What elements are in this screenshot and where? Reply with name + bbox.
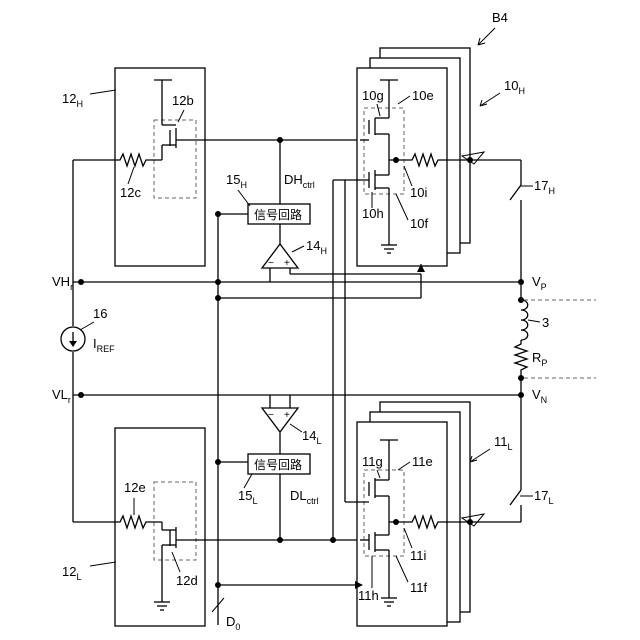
opamp-14H-plus: + [284, 258, 290, 269]
label-rp: RP [532, 350, 547, 368]
switch-17L [470, 490, 521, 522]
label-10e: 10e [412, 88, 434, 103]
coil-3 [521, 300, 528, 340]
label-15H: 15H [226, 172, 247, 190]
module-10H [333, 48, 473, 266]
label-11g: 11g [362, 454, 383, 469]
signal-circuit-15H-label: 信号回路 [254, 207, 302, 222]
figure-label: B4 [492, 10, 508, 25]
label-12e: 12e [124, 480, 146, 495]
current-source-16 [61, 327, 85, 351]
label-12c: 12c [120, 185, 141, 200]
label-d0: D0 [226, 614, 240, 632]
label-11h: 11h [358, 588, 379, 603]
label-dl-ctrl: DLctrl [290, 488, 319, 506]
label-10H: 10H [504, 78, 525, 96]
label-10i: 10i [410, 185, 427, 200]
label-vl: VLr [52, 387, 71, 405]
block-12L [73, 428, 360, 626]
label-11f: 11f [410, 580, 427, 595]
label-dh-ctrl: DHctrl [284, 172, 315, 190]
opamp-14H-minus: − [268, 258, 274, 269]
label-vn: VN [532, 387, 547, 405]
label-11e: 11e [412, 454, 433, 469]
label-10h: 10h [362, 206, 384, 221]
label-12d: 12d [176, 573, 198, 588]
label-15L: 15L [238, 488, 257, 506]
label-11L: 11L [494, 434, 513, 452]
label-iref: IREF [93, 336, 115, 354]
label-10f: 10f [410, 216, 428, 231]
label-3: 3 [542, 315, 549, 330]
label-16: 16 [93, 306, 107, 321]
label-17H: 17H [534, 178, 555, 196]
label-14L: 14L [302, 428, 321, 446]
switch-17H [470, 160, 521, 200]
label-vp: VP [532, 274, 547, 292]
opamp-14L-minus: − [268, 410, 274, 421]
label-12L: 12L [62, 564, 81, 582]
signal-circuit-15L-label: 信号回路 [254, 457, 302, 472]
block-12H [73, 68, 360, 266]
label-12H: 12H [62, 91, 83, 109]
label-12b: 12b [172, 93, 194, 108]
label-14H: 14H [306, 238, 327, 256]
figure-label-arrow [478, 28, 495, 45]
label-11i: 11i [410, 548, 426, 563]
resistor-rp [515, 340, 527, 395]
opamp-14L-plus: + [284, 410, 290, 421]
label-vh: VHr [52, 274, 73, 292]
label-10g: 10g [362, 88, 384, 103]
label-17L: 17L [534, 488, 553, 506]
